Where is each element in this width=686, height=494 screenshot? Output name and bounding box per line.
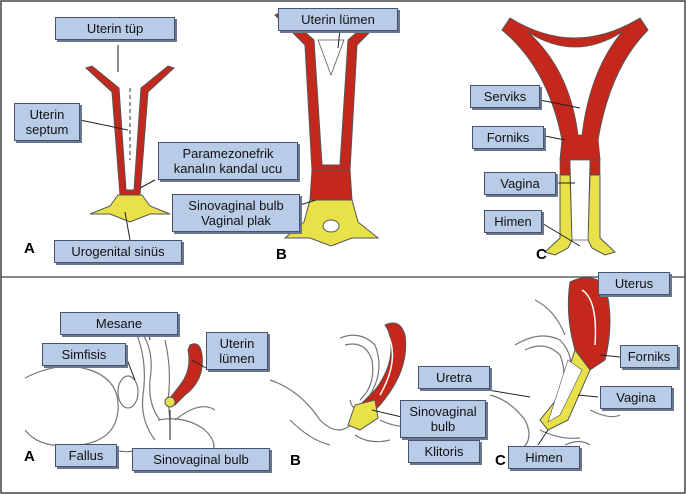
panel-letter-bottom-b: B	[290, 452, 301, 469]
label-himen-bottom: Himen	[508, 446, 580, 469]
label-forniks-top: Forniks	[472, 126, 544, 149]
label-vagina-top: Vagina	[484, 172, 556, 195]
panel-letter-top-c: C	[536, 246, 547, 263]
label-uterin-tup: Uterin tüp	[55, 17, 175, 40]
label-himen-top: Himen	[484, 210, 542, 233]
label-mesane: Mesane	[60, 312, 178, 335]
label-klitoris: Klitoris	[408, 440, 480, 463]
label-forniks-bottom: Forniks	[620, 345, 678, 368]
label-uretra: Uretra	[418, 366, 490, 389]
panel-letter-top-a: A	[24, 240, 35, 257]
label-uterin-lumen-top: Uterin lümen	[278, 8, 398, 31]
label-simfisis: Simfisis	[42, 343, 126, 366]
panel-letter-bottom-c: C	[495, 452, 506, 469]
label-urogenital-sinus: Urogenital sinüs	[54, 240, 182, 263]
label-vagina-bottom: Vagina	[600, 386, 672, 409]
label-uterus: Uterus	[598, 272, 670, 295]
panel-letter-top-b: B	[276, 246, 287, 263]
label-sinovaginal-bulb-a: Sinovaginal bulb	[132, 448, 270, 471]
label-fallus: Fallus	[55, 444, 117, 467]
label-serviks: Serviks	[470, 85, 540, 108]
panel-letter-bottom-a: A	[24, 448, 35, 465]
bottom-a-uterus	[165, 344, 202, 407]
bottom-b-uterus	[348, 323, 406, 430]
